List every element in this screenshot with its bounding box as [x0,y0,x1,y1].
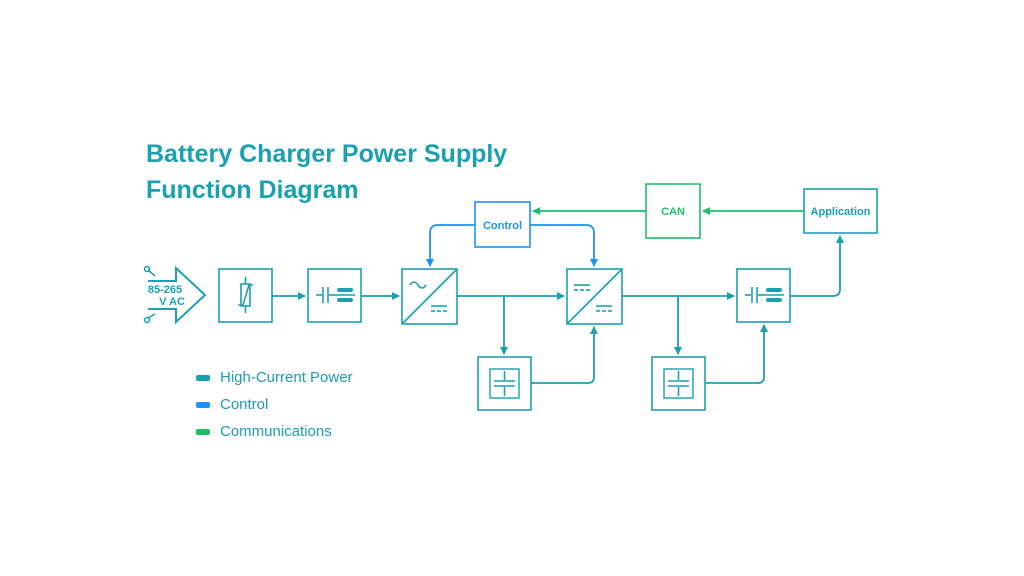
can-block: CAN [645,183,701,239]
legend-swatch-communications [196,428,210,435]
bulk-capacitor-1-block [477,356,532,411]
can-block-label: CAN [661,206,685,218]
input-voltage-line-2: V AC [159,296,185,308]
output-filter-block [736,268,791,323]
application-block-label: Application [811,206,871,218]
legend-item-communications: Communications [196,418,353,445]
ac-dc-rectifier-block [401,268,458,325]
control-connections [426,224,598,267]
legend: High-Current Power Control Communication… [196,364,353,445]
application-block: Application [803,188,878,234]
dc-dc-converter-block [566,268,623,325]
legend-swatch-power [196,374,210,381]
legend-swatch-control [196,401,210,408]
diagram-title: Battery Charger Power Supply Function Di… [146,136,507,208]
title-line-2: Function Diagram [146,176,359,204]
power-connections [272,235,844,384]
legend-label-power: High-Current Power [220,369,353,386]
ac-input-arrow: 85-265 V AC [143,265,207,325]
title-line-1: Battery Charger Power Supply [146,140,508,168]
control-block-label: Control [483,220,522,232]
emi-filter-block [307,268,362,323]
input-voltage-line-1: 85-265 [148,284,182,296]
varistor-block [218,268,273,323]
legend-item-power: High-Current Power [196,364,353,391]
legend-label-communications: Communications [220,423,332,440]
control-block: Control [474,201,531,248]
legend-label-control: Control [220,396,269,413]
bulk-capacitor-2-block [651,356,706,411]
legend-item-control: Control [196,391,353,418]
